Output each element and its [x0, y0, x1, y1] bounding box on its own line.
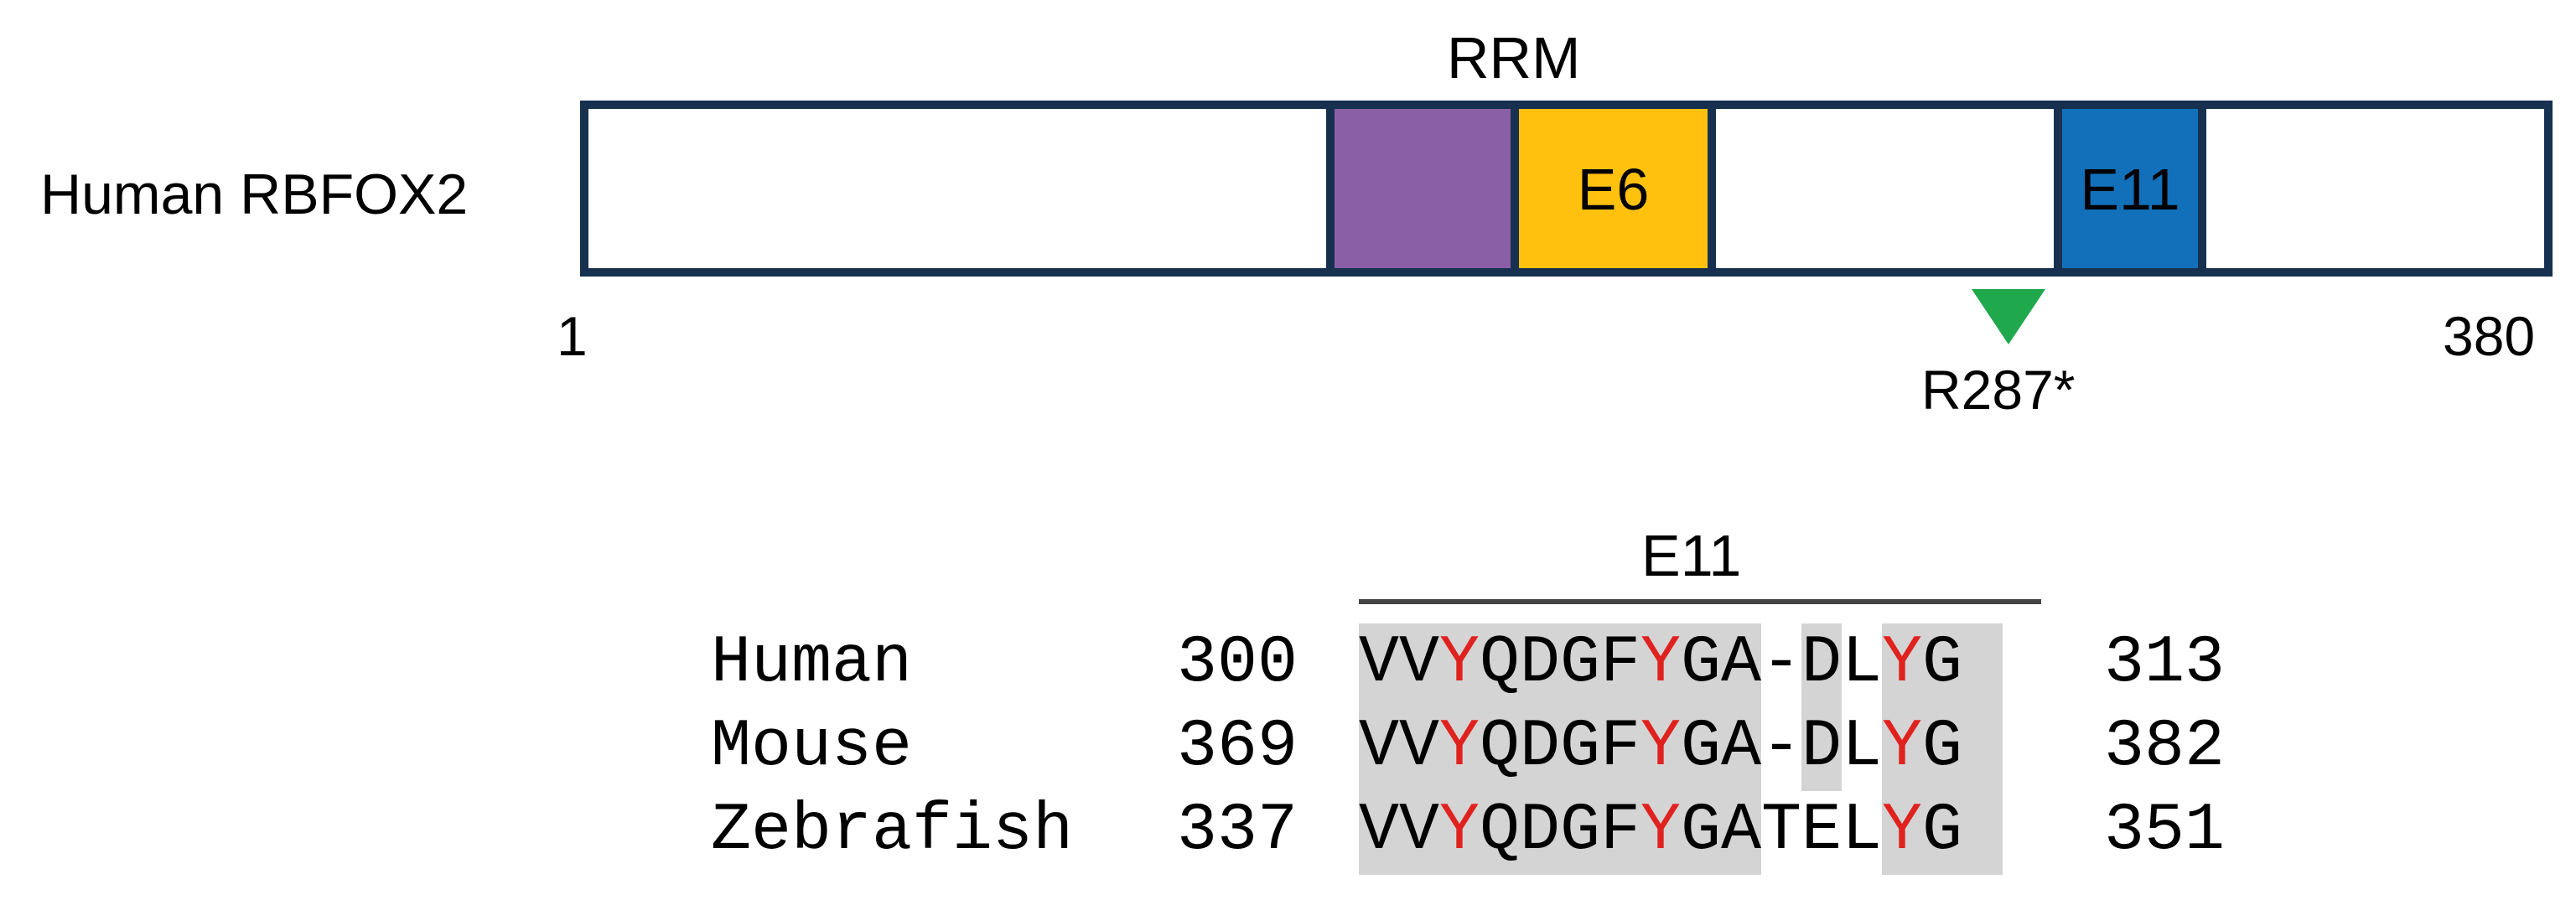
- sequence-residues: VVYQDGFYGATELYG: [1359, 798, 1962, 865]
- residue: D: [1520, 625, 1561, 701]
- row-end-position: 382: [2104, 709, 2226, 785]
- e6-label: E6: [1577, 157, 1650, 222]
- residue: Y: [1882, 709, 1923, 785]
- residue: Y: [1640, 625, 1682, 701]
- row-end-position: 351: [2104, 793, 2226, 869]
- residue: G: [1681, 709, 1722, 785]
- mutation-label: R287*: [1921, 359, 2076, 421]
- sequence-residues: VVYQDGFYGA-DLYG: [1359, 630, 1962, 697]
- row-start-position: 300: [1177, 625, 1298, 701]
- residue: T: [1761, 793, 1802, 869]
- residue: V: [1399, 709, 1440, 785]
- residue: F: [1600, 709, 1641, 785]
- residue: A: [1721, 709, 1762, 785]
- residue: Y: [1439, 625, 1480, 701]
- sequence-residues: VVYQDGFYGA-DLYG: [1359, 714, 1962, 781]
- conserved-shading-block: [1882, 623, 2003, 875]
- residue: Y: [1882, 625, 1923, 701]
- species-label: Zebrafish: [711, 793, 1074, 869]
- residue: A: [1721, 625, 1762, 701]
- residue: D: [1520, 709, 1561, 785]
- conserved-shading-block: [1801, 623, 1842, 791]
- protein-domain-bar: E6 E11: [580, 101, 2553, 277]
- residue: Y: [1640, 793, 1682, 869]
- row-start-position: 337: [1177, 793, 1298, 869]
- residue: E: [1801, 793, 1843, 869]
- row-start-position: 369: [1177, 709, 1298, 785]
- residue: -: [1761, 709, 1802, 785]
- residue: Y: [1640, 709, 1682, 785]
- conserved-shading-block: [1359, 623, 1761, 875]
- residue: Q: [1480, 709, 1521, 785]
- residue: A: [1721, 793, 1762, 869]
- residue: Q: [1480, 793, 1521, 869]
- alignment-title: E11: [1641, 523, 1742, 588]
- residue: G: [1681, 793, 1722, 869]
- rrm-domain: [1335, 109, 1511, 268]
- residue: G: [1922, 793, 1963, 869]
- residue: L: [1842, 793, 1883, 869]
- residue: G: [1681, 625, 1722, 701]
- e11-domain-label: E11: [2080, 157, 2180, 222]
- e11-domain: E11: [2062, 109, 2198, 268]
- residue: G: [1560, 709, 1601, 785]
- rrm-label: RRM: [1447, 25, 1581, 91]
- species-label: Mouse: [711, 709, 913, 785]
- residue: -: [1761, 625, 1802, 701]
- residue: D: [1801, 709, 1843, 785]
- residue: G: [1922, 625, 1963, 701]
- residue: L: [1842, 709, 1883, 785]
- mutation-marker-icon: [1972, 289, 2045, 344]
- residue: F: [1600, 793, 1641, 869]
- sequence-start-label: 1: [557, 305, 588, 367]
- residue: F: [1600, 625, 1641, 701]
- residue: D: [1520, 793, 1561, 869]
- residue: L: [1842, 625, 1883, 701]
- residue: V: [1399, 625, 1440, 701]
- residue: G: [1560, 625, 1601, 701]
- residue: Q: [1480, 625, 1521, 701]
- residue: G: [1922, 709, 1963, 785]
- e11-overline: [1359, 599, 2041, 604]
- species-label: Human: [711, 625, 913, 701]
- residue: V: [1359, 625, 1400, 701]
- e6-domain: E6: [1519, 109, 1708, 268]
- residue: Y: [1439, 793, 1480, 869]
- domain-separator: [2054, 109, 2062, 268]
- residue: V: [1359, 793, 1400, 869]
- residue: V: [1399, 793, 1440, 869]
- domain-separator: [1326, 109, 1335, 268]
- residue: Y: [1439, 709, 1480, 785]
- residue: D: [1801, 625, 1843, 701]
- residue: G: [1560, 793, 1601, 869]
- domain-separator: [1708, 109, 1716, 268]
- sequence-end-label: 380: [2443, 305, 2536, 367]
- domain-separator: [2198, 109, 2206, 268]
- residue: V: [1359, 709, 1400, 785]
- domain-separator: [1511, 109, 1519, 268]
- residue: Y: [1882, 793, 1923, 869]
- row-end-position: 313: [2104, 625, 2226, 701]
- protein-name-label: Human RBFOX2: [40, 163, 469, 226]
